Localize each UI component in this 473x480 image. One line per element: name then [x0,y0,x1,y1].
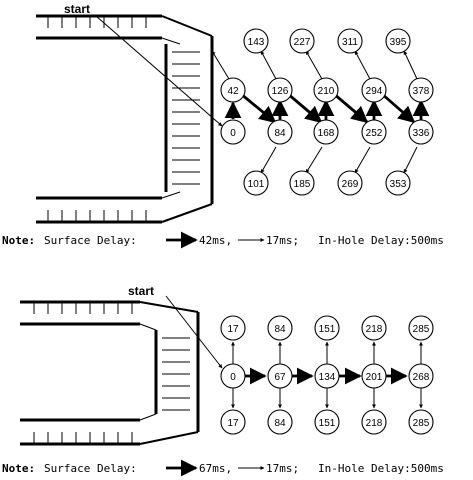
hole-node: 285 [408,315,434,341]
hole-node: 126 [267,77,293,103]
hole-label: 336 [413,128,430,139]
note-inhole-delay: In-Hole Delay:500ms [318,462,444,475]
note-2: Note: Surface Delay: 67ms, 17ms; In-Hole… [2,459,444,477]
note-delay-thick: 42ms, [199,234,232,247]
hole-label: 395 [390,37,407,48]
hole-node: 84 [267,119,293,145]
hole-label: 218 [366,324,383,335]
note-delay-thin: 17ms; [266,462,299,475]
note-prefix: Note: [2,462,35,475]
hole-node: 143 [243,28,269,54]
hole-node: 42 [220,77,246,103]
hole-label: 185 [294,179,311,190]
hole-label: 84 [274,418,286,429]
hole-label: 0 [230,128,236,139]
hole-node: 218 [361,315,387,341]
hole-node: 269 [337,170,363,196]
hole-node: 210 [313,77,339,103]
start-pointer [95,15,223,127]
hole-node: 151 [314,315,340,341]
hole-label: 143 [248,37,265,48]
hole-label: 227 [294,37,311,48]
note-delay-thick: 67ms, [199,462,232,475]
hole-node: 134 [314,363,340,389]
hole-label: 285 [413,324,430,335]
hole-label: 126 [272,86,289,97]
hole-label: 168 [318,128,335,139]
hole-label: 378 [413,86,430,97]
nodes-1: 0 42 84 101 126 143 168 185 210 227 252 … [220,28,434,196]
hole-label: 84 [274,128,286,139]
hole-label: 17 [227,324,239,335]
connections-2 [231,341,423,409]
hole-label: 17 [227,418,239,429]
hole-label: 151 [319,324,336,335]
note-surface-delay: Surface Delay: [44,462,137,475]
hole-node: 201 [361,363,387,389]
hole-node: 311 [337,28,363,54]
hole-node: 185 [289,170,315,196]
hole-node: 168 [313,119,339,145]
connections-1 [211,50,430,174]
tunnel-outline-2 [20,300,200,446]
note-1: Note: Surface Delay: 42ms, 17ms; In-Hole… [2,231,444,249]
hole-node: 218 [361,409,387,435]
hole-label: 252 [366,128,383,139]
hole-label: 42 [227,86,239,97]
hole-label: 151 [319,418,336,429]
hole-node: 0 [220,119,246,145]
hole-label: 311 [342,37,358,48]
hole-label: 0 [230,372,236,383]
hole-node: 378 [408,77,434,103]
hole-node: 285 [408,409,434,435]
start-label: start [64,2,90,16]
hole-label: 218 [366,418,383,429]
hole-node: 84 [267,315,293,341]
hole-label: 285 [413,418,430,429]
hole-label: 210 [318,86,335,97]
hole-node: 353 [385,170,411,196]
start-pointer [165,295,223,369]
hole-node: 84 [267,409,293,435]
hole-label: 353 [390,179,407,190]
start-label: start [128,284,154,298]
diagram-2: start 0 67 134 201 268 [2,284,444,477]
hole-node: 395 [385,28,411,54]
hole-node: 268 [408,363,434,389]
note-inhole-delay: In-Hole Delay:500ms [318,234,444,247]
hole-node: 0 [220,363,246,389]
hole-label: 67 [274,372,286,383]
hole-node: 294 [361,77,387,103]
tunnel-outline-1 [36,14,214,224]
hole-node: 101 [243,170,269,196]
diagram-1: start 0 42 [2,2,444,249]
hole-label: 268 [413,372,430,383]
hole-node: 151 [314,409,340,435]
hole-node: 336 [408,119,434,145]
hole-node: 227 [289,28,315,54]
hole-label: 201 [366,372,383,383]
note-delay-thin: 17ms; [266,234,299,247]
hole-label: 134 [319,372,336,383]
hole-node: 252 [361,119,387,145]
hole-label: 269 [342,179,359,190]
hole-node: 17 [220,409,246,435]
note-prefix: Note: [2,234,35,247]
hole-label: 101 [248,179,265,190]
hole-node: 67 [267,363,293,389]
hole-label: 84 [274,324,286,335]
hole-node: 17 [220,315,246,341]
nodes-2: 0 67 134 201 268 17 84 151 218 285 17 84… [220,315,434,435]
hole-label: 294 [366,86,383,97]
note-surface-delay: Surface Delay: [44,234,137,247]
